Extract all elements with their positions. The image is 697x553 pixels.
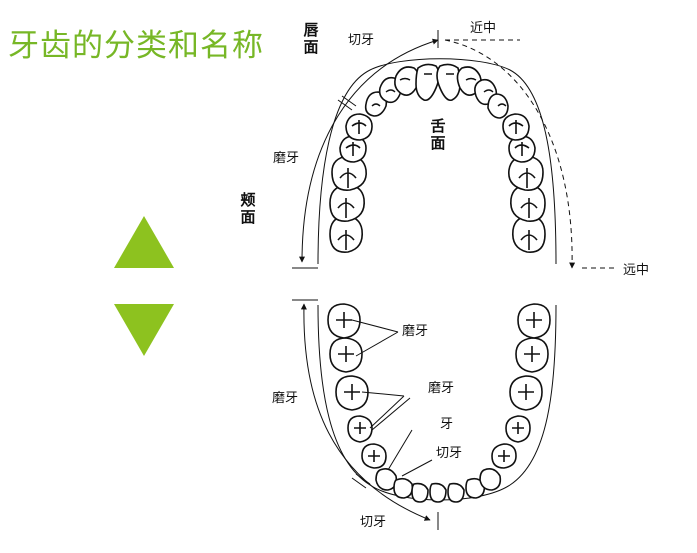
tooth [447, 482, 465, 503]
triangle-down-icon [114, 304, 174, 356]
premolar-label: 磨牙 [428, 381, 455, 396]
lower-left-molars [327, 303, 387, 469]
distal-label: 远中 [623, 263, 650, 278]
tooth [393, 477, 414, 499]
lower-outer-molar-label: 磨牙 [272, 391, 299, 406]
upper-outer-arc [299, 38, 439, 263]
lingual-surface-label: 舌面 [430, 117, 446, 152]
lower-outer-arc [300, 303, 431, 521]
buccal-surface-label: 颊面 [240, 191, 256, 226]
lower-incisor-label: 切牙 [436, 446, 463, 461]
canine-label: 牙 [440, 417, 454, 432]
upper-molar-label: 磨牙 [273, 151, 300, 166]
lower-molar-label: 磨牙 [402, 324, 429, 339]
labial-surface-label: 唇面 [303, 21, 319, 56]
triangle-up-icon [114, 216, 174, 268]
lower-front-teeth [375, 468, 502, 503]
page-title: 牙齿的分类和名称 [8, 28, 264, 64]
upper-right-molars [502, 113, 546, 253]
upper-left-molars [329, 113, 373, 253]
lower-right-molars [491, 303, 551, 469]
tooth [436, 63, 461, 102]
tooth [479, 468, 502, 491]
upper-dashed-arc [444, 39, 576, 269]
lower-incisor-bottom-label: 切牙 [360, 515, 387, 530]
tooth [429, 482, 447, 503]
mesial-label: 近中 [470, 21, 497, 36]
upper-incisor-label: 切牙 [348, 33, 375, 48]
tooth [415, 63, 440, 102]
lower-arch [292, 299, 557, 530]
tooth [394, 66, 420, 96]
upper-arch [292, 30, 618, 269]
tooth [411, 482, 429, 503]
